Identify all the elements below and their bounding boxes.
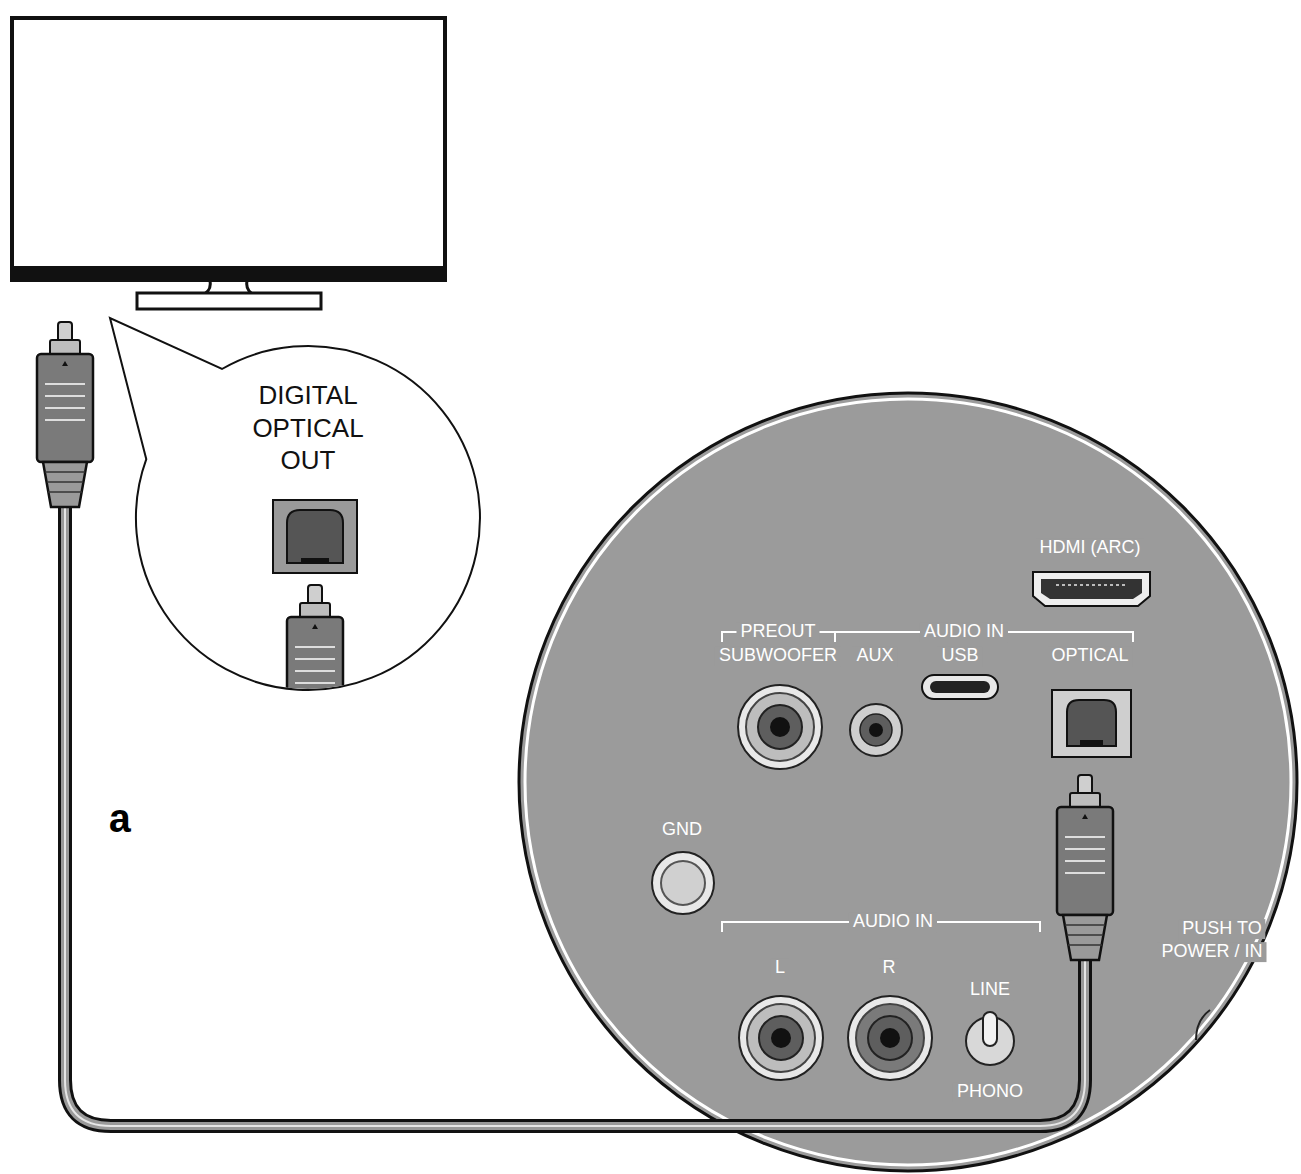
channel-label: R	[879, 958, 900, 978]
port-label: GND	[658, 820, 706, 840]
channel-label: L	[771, 958, 789, 978]
callout-bubble: DIGITAL OPTICAL OUT	[135, 345, 481, 691]
port-label: AUX	[852, 646, 897, 666]
port-label: OPTICAL	[1047, 646, 1132, 666]
switch-label: PHONO	[953, 1082, 1027, 1102]
port-label: DIGITAL OPTICAL OUT	[223, 379, 393, 477]
group-label: AUDIO IN	[849, 912, 937, 932]
port-label: SUBWOOFER	[715, 646, 841, 666]
callout-letter: a	[108, 800, 132, 844]
button-label: POWER / IN	[1157, 942, 1266, 962]
switch-label: LINE	[966, 980, 1014, 1000]
port-label: USB	[937, 646, 982, 666]
group-label: PREOUT	[736, 622, 819, 642]
group-label: AUDIO IN	[920, 622, 1008, 642]
port-label: HDMI (ARC)	[1036, 538, 1145, 558]
button-label: PUSH TO	[1178, 919, 1265, 939]
